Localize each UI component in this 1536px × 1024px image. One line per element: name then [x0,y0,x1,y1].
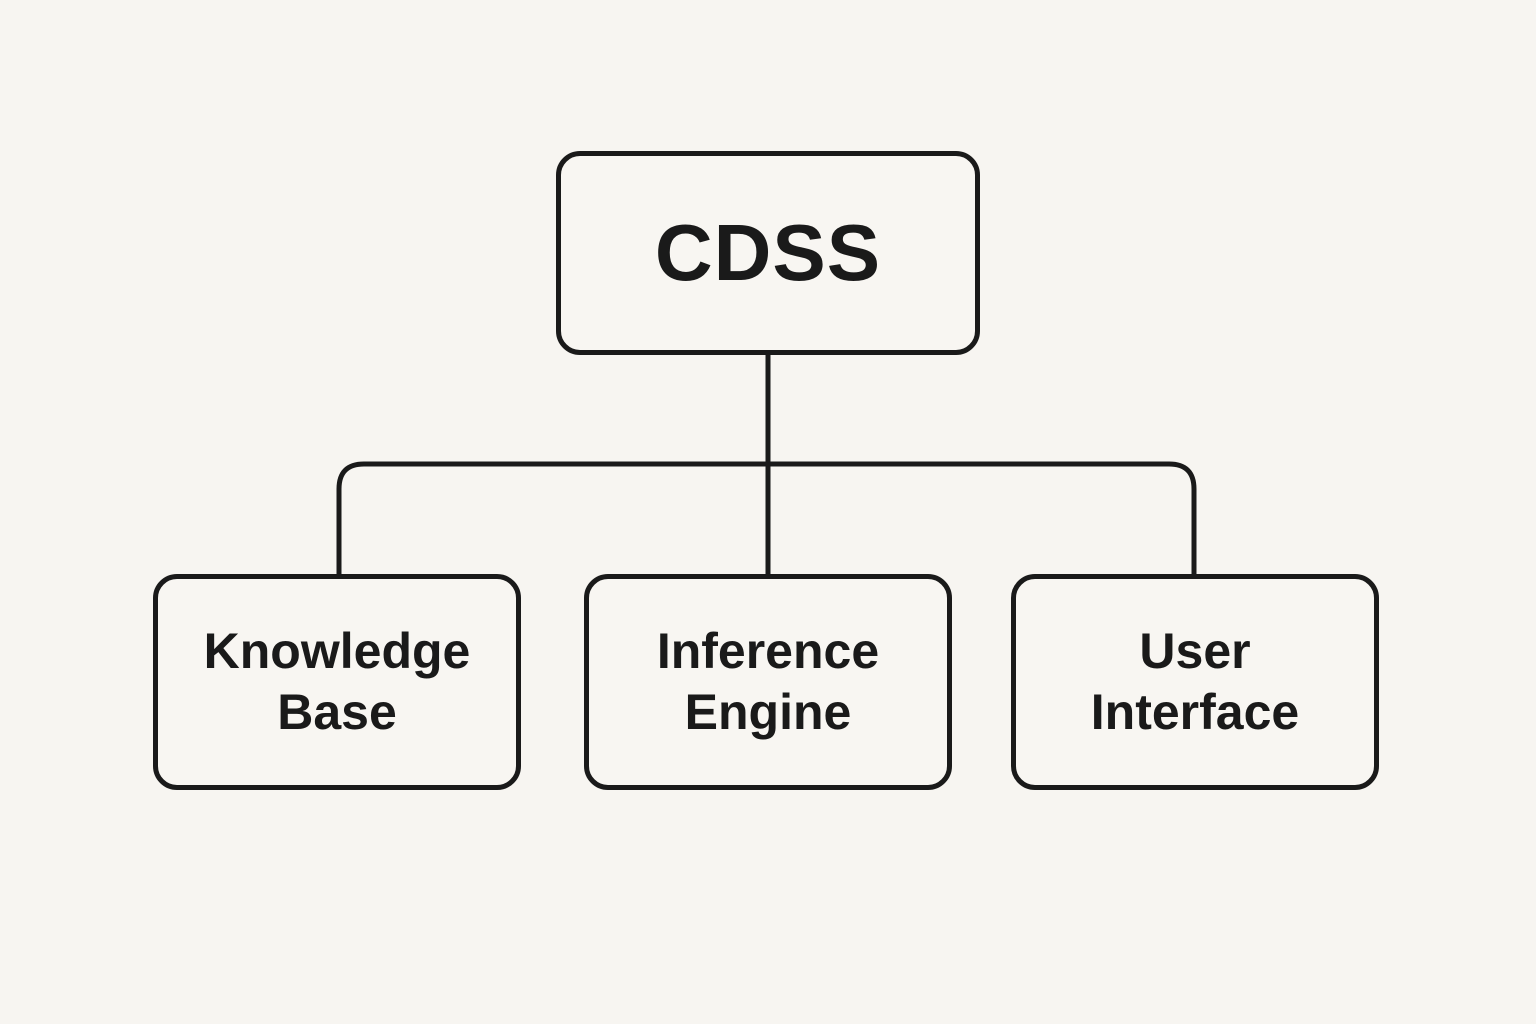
connector-branch [336,461,1197,577]
node-user-interface-label: User Interface [1090,623,1300,740]
node-inference-engine-label: Inference Engine [656,623,880,740]
node-knowledge-base-label: Knowledge Base [203,623,471,740]
node-cdss: CDSS [556,151,980,355]
node-user-interface: User Interface [1011,574,1379,790]
node-knowledge-base: Knowledge Base [153,574,521,790]
node-cdss-label: CDSS [654,208,882,297]
node-inference-engine: Inference Engine [584,574,952,790]
